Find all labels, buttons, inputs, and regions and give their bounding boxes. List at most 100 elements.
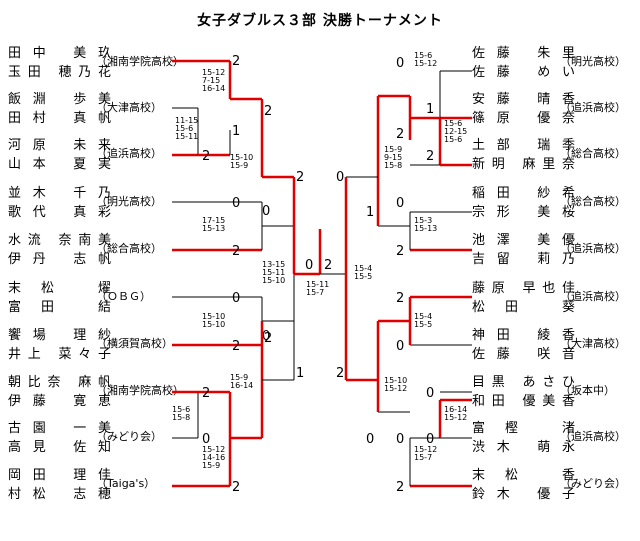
game-score: 11-15 xyxy=(175,116,198,125)
player-name: 田中 美玖 xyxy=(8,46,112,61)
score-label: 2 xyxy=(264,104,272,119)
right-entry-9: 富樫 渚渋木 萌永 xyxy=(472,419,576,457)
school-name: （横須賀高校） xyxy=(96,337,173,350)
game-score: 7-15 xyxy=(202,76,220,85)
player-name: 井上 菜々子 xyxy=(8,347,112,362)
player-name: 宗形 美桜 xyxy=(472,205,576,220)
player-name: 藤原 早也佳 xyxy=(472,281,576,296)
school-name: （みどり会） xyxy=(96,430,162,443)
score-label: 0 xyxy=(232,291,240,306)
right-entry-6: 藤原 早也佳松田 葵 xyxy=(472,279,576,317)
score-label: 2 xyxy=(336,366,344,381)
score-label: 2 xyxy=(324,258,332,273)
game-score: 15-6 xyxy=(444,135,462,144)
score-label: 0 xyxy=(366,432,374,447)
score-label: 2 xyxy=(396,127,404,142)
game-score: 15-9 xyxy=(384,145,402,154)
school-name: （総合高校） xyxy=(560,147,626,160)
right-entry-7: 神田 綾香佐藤 咲音 xyxy=(472,326,576,364)
game-score: 15-6 xyxy=(414,51,432,60)
score-label: 2 xyxy=(232,54,240,69)
score-label: 1 xyxy=(426,102,434,117)
right-entry-10: 末松 香鈴木 優子 xyxy=(472,466,576,504)
school-name: （湘南学院高校） xyxy=(96,384,184,397)
player-name: 神田 綾香 xyxy=(472,328,576,343)
game-score: 15-9 xyxy=(230,161,248,170)
score-label: 0 xyxy=(396,196,404,211)
score-label: 2 xyxy=(232,480,240,495)
game-score: 15-10 xyxy=(202,312,225,321)
school-name: （大津高校） xyxy=(96,101,162,114)
game-score: 15-12 xyxy=(414,59,437,68)
player-name: 河原 未来 xyxy=(8,138,112,153)
score-label: 2 xyxy=(396,480,404,495)
player-name: 伊丹 志帆 xyxy=(8,252,112,267)
game-score: 15-5 xyxy=(414,320,432,329)
score-label: 0 xyxy=(396,432,404,447)
game-score: 12-15 xyxy=(444,127,467,136)
game-score: 15-12 xyxy=(202,445,225,454)
school-name: （追浜高校） xyxy=(96,147,162,160)
left-entry-3: 河原 未来山本 夏実 xyxy=(8,136,112,174)
player-name: 末松 燿 xyxy=(8,281,112,296)
player-name: 古園 一美 xyxy=(8,421,112,436)
game-score: 15-12 xyxy=(384,384,407,393)
left-entry-8: 朝比奈 麻帆伊藤 寛恵 xyxy=(8,373,112,411)
score-label: 0 xyxy=(305,258,313,273)
school-name: （追浜高校） xyxy=(560,101,626,114)
score-label: 2 xyxy=(296,170,304,185)
player-name: 山本 夏実 xyxy=(8,157,112,172)
game-score: 16-14 xyxy=(202,84,225,93)
player-name: 飯淵 歩美 xyxy=(8,92,112,107)
score-label: 2 xyxy=(396,291,404,306)
score-label: 2 xyxy=(264,331,272,346)
left-entry-6: 末松 燿富田 結 xyxy=(8,279,112,317)
player-name: 佐藤 咲音 xyxy=(472,347,576,362)
left-entry-2: 飯淵 歩美田村 真帆 xyxy=(8,90,112,128)
school-name: （みどり会） xyxy=(560,477,626,490)
score-label: 1 xyxy=(296,366,304,381)
game-score: 15-9 xyxy=(230,373,248,382)
school-name: （Taiga's） xyxy=(96,477,156,490)
score-label: 2 xyxy=(232,339,240,354)
player-name: 朝比奈 麻帆 xyxy=(8,375,112,390)
game-score: 15-13 xyxy=(202,224,225,233)
player-name: 佐藤 めい xyxy=(472,65,576,80)
score-label: 2 xyxy=(232,244,240,259)
game-score: 15-11 xyxy=(262,268,285,277)
player-name: 伊藤 寛恵 xyxy=(8,394,112,409)
player-name: 吉留 莉乃 xyxy=(472,252,576,267)
page-title: 女子ダブルス３部 決勝トーナメント xyxy=(197,13,443,29)
player-name: 新明 麻里奈 xyxy=(472,157,576,172)
left-entry-5: 水流 奈南美伊丹 志帆 xyxy=(8,231,112,269)
game-score: 15-12 xyxy=(444,413,467,422)
game-score: 15-6 xyxy=(444,119,462,128)
score-label: 1 xyxy=(366,205,374,220)
game-score: 15-3 xyxy=(414,216,432,225)
game-score: 15-4 xyxy=(354,264,372,273)
score-label: 2 xyxy=(202,386,210,401)
game-score: 15-13 xyxy=(414,224,437,233)
score-label: 0 xyxy=(262,329,270,344)
school-name: （追浜高校） xyxy=(560,290,626,303)
score-label: 0 xyxy=(396,339,404,354)
player-name: 歌代 真彩 xyxy=(8,205,112,220)
player-name: 松田 葵 xyxy=(472,300,576,315)
player-name: 稲田 紗希 xyxy=(472,186,576,201)
game-score: 15-7 xyxy=(414,453,432,462)
game-score: 15-5 xyxy=(354,272,372,281)
right-entry-4: 稲田 紗希宗形 美桜 xyxy=(472,184,576,222)
game-score: 15-11 xyxy=(175,132,198,141)
game-score: 15-10 xyxy=(262,276,285,285)
school-name: （明光高校） xyxy=(96,195,162,208)
left-entry-1: 田中 美玖玉田 穂乃花 xyxy=(8,44,112,82)
school-name: （追浜高校） xyxy=(560,430,626,443)
game-score: 15-8 xyxy=(384,161,402,170)
game-score: 15-6 xyxy=(172,405,190,414)
player-name: 鈴木 優子 xyxy=(472,487,576,502)
left-entry-10: 岡田 理佳村松 志穂 xyxy=(8,466,112,504)
player-name: 和田 優美香 xyxy=(472,394,576,409)
school-name: （総合高校） xyxy=(560,195,626,208)
score-label: 2 xyxy=(426,149,434,164)
